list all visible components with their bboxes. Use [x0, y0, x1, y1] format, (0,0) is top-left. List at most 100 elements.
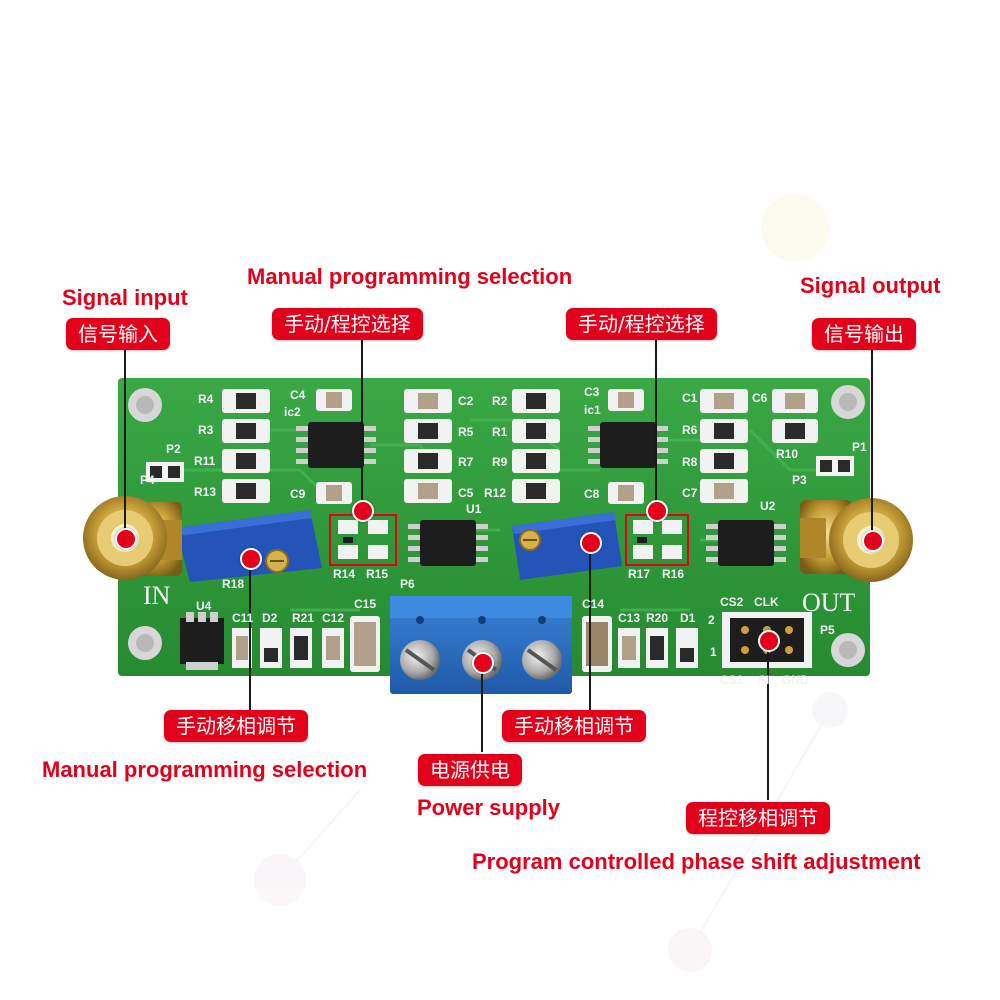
label-manual-select-left-cn: 手动/程控选择 [272, 308, 423, 340]
mounting-hole-top-right [831, 385, 865, 419]
pcb-label: P3 [792, 473, 807, 487]
pcb-label: R14 [333, 567, 356, 581]
pcb-label: CS2 [720, 595, 744, 609]
pcb-label: SI [758, 673, 770, 687]
pcb-label: C3 [584, 385, 600, 399]
indicator-dot-power [472, 652, 494, 674]
pcb-label: P2 [166, 442, 181, 456]
smd-component-column-left [222, 389, 270, 503]
pcb-label: CLK [754, 595, 779, 609]
indicator-dot-input [115, 528, 137, 550]
trimmer-potentiometer-icon [176, 510, 322, 582]
pcb-label: C6 [752, 391, 768, 405]
mounting-hole-top-left [128, 388, 162, 422]
mounting-hole-bottom-left [128, 626, 162, 660]
label-manual-phase-left-cn: 手动移相调节 [164, 710, 308, 742]
pcb-label-in: IN [143, 581, 171, 610]
header-p1 [816, 456, 854, 476]
pcb-label: R16 [662, 567, 685, 581]
label-signal-output-en: Signal output [800, 273, 941, 298]
pcb-label: ic2 [284, 405, 301, 419]
pcb-label: R10 [776, 447, 799, 461]
header-p2 [146, 462, 184, 482]
pcb-label: P4 [140, 473, 155, 487]
pcb-label: R20 [646, 611, 669, 625]
label-program-phase-cn: 程控移相调节 [686, 802, 830, 834]
pcb-label-out: OUT [802, 588, 856, 617]
pcb-label: D2 [262, 611, 278, 625]
pcb-label: P5 [820, 623, 835, 637]
pcb-label: CS1 [720, 673, 744, 687]
pcb-label: R9 [492, 455, 508, 469]
pcb-label: C2 [458, 394, 474, 408]
indicator-dot-select-right [646, 500, 668, 522]
pcb-label: U2 [760, 499, 776, 513]
soic8-chip-icon [408, 520, 488, 566]
pcb-label: ic1 [584, 403, 601, 417]
smd-component-column-left-mid [404, 389, 452, 503]
indicator-dot-select-left [352, 500, 374, 522]
pcb-label: C9 [290, 487, 306, 501]
label-manual-select-right-cn: 手动/程控选择 [566, 308, 717, 340]
pcb-label: C11 [232, 611, 254, 625]
pcb-label: C5 [458, 486, 474, 500]
pcb-label: R2 [492, 394, 508, 408]
indicator-dot-trimmer-left [240, 548, 262, 570]
jumper-select-left [329, 514, 397, 566]
pcb-label: R8 [682, 455, 698, 469]
smd-component-column-right-mid [512, 389, 560, 503]
pcb-label: 2 [708, 613, 715, 627]
pcb-label: R18 [222, 577, 245, 591]
label-signal-input-en: Signal input [62, 285, 188, 310]
leader-lines [124, 340, 873, 800]
pcb-label: P1 [852, 440, 867, 454]
label-signal-output-cn: 信号输出 [812, 318, 916, 350]
pcb-label: R5 [458, 425, 474, 439]
pcb-label: R6 [682, 423, 698, 437]
pcb-label: R11 [194, 454, 216, 468]
pcb-label: C12 [322, 611, 345, 625]
pcb-label: U1 [466, 502, 482, 516]
label-manual-phase-right-cn: 手动移相调节 [502, 710, 646, 742]
pcb-label: C7 [682, 486, 698, 500]
label-manual-programming-top-en: Manual programming selection [247, 264, 573, 289]
bottom-left-components [232, 616, 380, 672]
pcb-label: R17 [628, 567, 651, 581]
pcb-label: C8 [584, 487, 600, 501]
pcb-label: U4 [196, 599, 212, 613]
pcb-label: C13 [618, 611, 641, 625]
trimmer-potentiometer-icon [512, 512, 622, 580]
indicator-dot-output [862, 530, 884, 552]
label-signal-input-cn: 信号输入 [66, 318, 170, 350]
label-power-cn: 电源供电 [418, 754, 522, 786]
background-decoration [254, 194, 848, 972]
pcb-label: 1 [710, 645, 717, 659]
pcb-label: D1 [680, 611, 696, 625]
pcb-label: R1 [492, 425, 508, 439]
regulator-u4 [180, 612, 224, 670]
smd-component-column-right [700, 389, 818, 503]
pcb-label: C4 [290, 388, 306, 402]
pcb-label: R3 [198, 423, 214, 437]
screw-terminal-icon [390, 596, 572, 694]
indicator-dot-trimmer-right [580, 532, 602, 554]
pcb-label: R21 [292, 611, 315, 625]
pcb-label: C15 [354, 597, 377, 611]
pcb-label: C1 [682, 391, 698, 405]
pcb-label: GND [782, 673, 809, 687]
label-manual-programming-bottom-en: Manual programming selection [42, 757, 368, 782]
sma-connector-icon [800, 498, 913, 582]
label-program-phase-en: Program controlled phase shift adjustmen… [472, 849, 921, 874]
soic8-chip-icon [588, 422, 668, 468]
pcb-label: P6 [400, 577, 415, 591]
pcb-label: R4 [198, 392, 214, 406]
soic8-chip-icon [706, 520, 786, 566]
label-power-en: Power supply [417, 795, 561, 820]
pcb-label: R15 [366, 567, 389, 581]
mounting-hole-bottom-right [831, 633, 865, 667]
pcb-label: R13 [194, 485, 217, 499]
soic8-chip-icon [296, 422, 376, 468]
pcb-label: R12 [484, 486, 507, 500]
pcb-label: C14 [582, 597, 605, 611]
